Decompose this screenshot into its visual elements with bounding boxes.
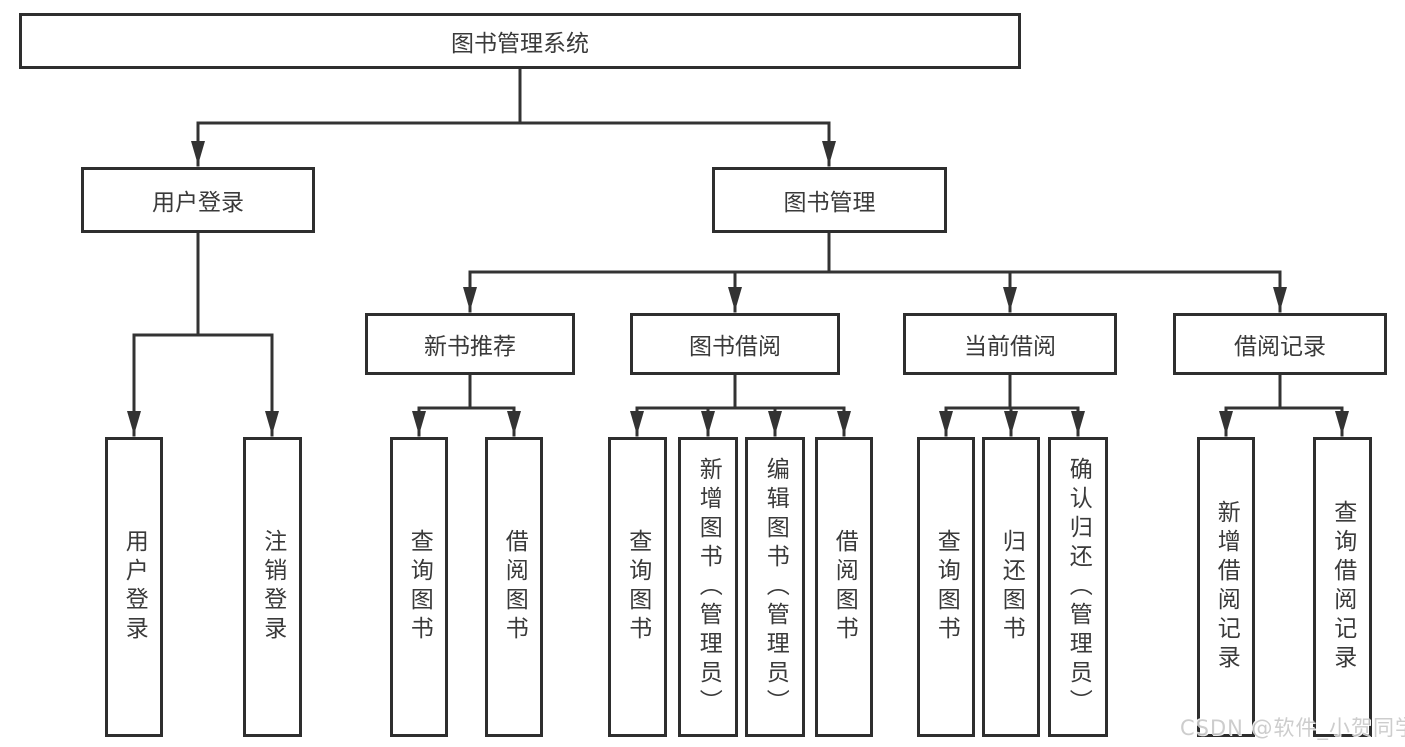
node-user-login-branch: 用户登录 xyxy=(81,167,315,233)
node-return-books: 归还图书 xyxy=(982,437,1040,737)
node-label: 新增借阅记录 xyxy=(1213,500,1240,674)
watermark-text: CSDN @软件_小贺同学 xyxy=(1180,716,1405,740)
node-label: 借阅记录 xyxy=(1234,334,1326,360)
node-label: 查询借阅记录 xyxy=(1329,500,1356,674)
node-book-borrowing: 图书借阅 xyxy=(630,313,840,375)
node-label: 新增图书（管理员） xyxy=(695,456,722,718)
node-logout: 注销登录 xyxy=(243,437,302,737)
node-borrowing-records: 借阅记录 xyxy=(1173,313,1387,375)
node-add-borrow-record: 新增借阅记录 xyxy=(1197,437,1255,737)
node-label: 编辑图书（管理员） xyxy=(762,456,789,718)
node-user-login: 用户登录 xyxy=(105,437,163,737)
node-borrow-books-recommend: 借阅图书 xyxy=(485,437,543,737)
node-confirm-return-admin: 确认归还（管理员） xyxy=(1048,437,1108,737)
node-label: 归还图书 xyxy=(998,529,1025,645)
node-query-borrow-record: 查询借阅记录 xyxy=(1313,437,1372,737)
node-label: 查询图书 xyxy=(624,529,651,645)
node-query-books-current: 查询图书 xyxy=(917,437,975,737)
node-label: 用户登录 xyxy=(121,529,148,645)
node-current-borrowing: 当前借阅 xyxy=(903,313,1117,375)
node-add-book-admin: 新增图书（管理员） xyxy=(678,437,738,737)
node-borrow-books: 借阅图书 xyxy=(815,437,873,737)
node-edit-book-admin: 编辑图书（管理员） xyxy=(745,437,805,737)
node-library-management-system: 图书管理系统 xyxy=(19,13,1021,69)
node-label: 图书管理 xyxy=(783,190,876,216)
node-label: 查询图书 xyxy=(933,529,960,645)
node-label: 新书推荐 xyxy=(424,334,516,360)
node-label: 借阅图书 xyxy=(831,529,858,645)
node-book-management-branch: 图书管理 xyxy=(712,167,947,233)
node-query-books-recommend: 查询图书 xyxy=(390,437,448,737)
node-query-books-borrowing: 查询图书 xyxy=(608,437,667,737)
node-label: 注销登录 xyxy=(259,529,286,645)
node-label: 用户登录 xyxy=(152,190,244,216)
node-label: 借阅图书 xyxy=(501,529,528,645)
node-new-book-recommendation: 新书推荐 xyxy=(365,313,575,375)
node-label: 查询图书 xyxy=(406,529,433,645)
node-label: 当前借阅 xyxy=(964,334,1056,360)
node-label: 图书管理系统 xyxy=(451,31,589,57)
node-label: 确认归还（管理员） xyxy=(1065,456,1092,718)
node-label: 图书借阅 xyxy=(689,334,781,360)
